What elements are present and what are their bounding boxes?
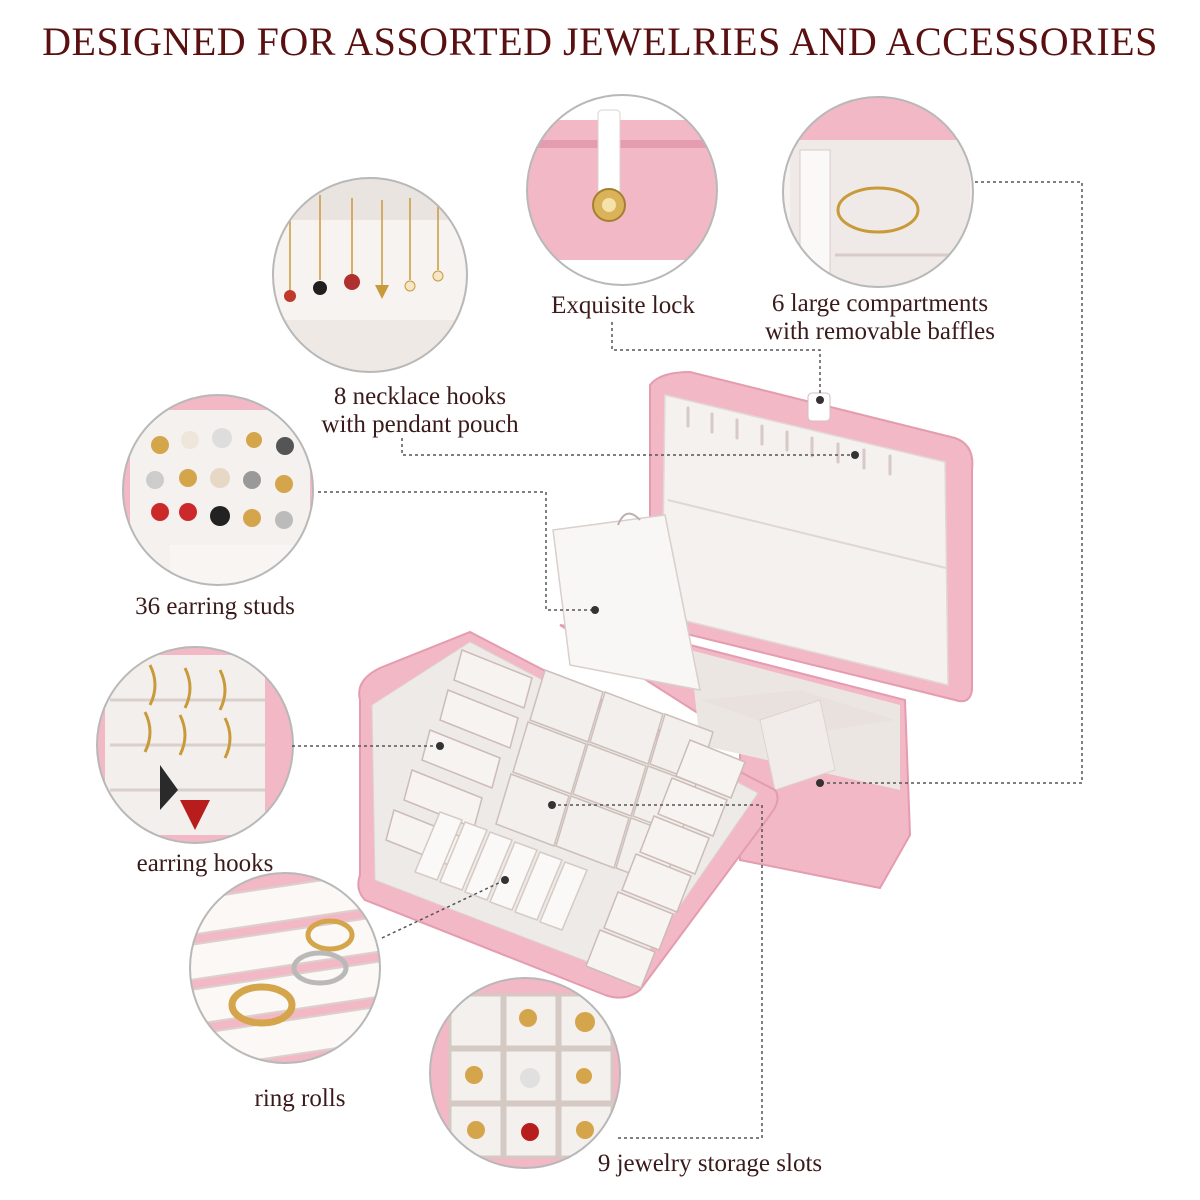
jewelry-box [357, 370, 974, 999]
lock-circle [526, 94, 718, 286]
page-title: DESIGNED FOR ASSORTED JEWELRIES AND ACCE… [42, 19, 1158, 64]
label-compartments-line1: 6 large compartments [771, 290, 989, 317]
compartments-circle [782, 96, 974, 288]
label-ring-rolls: ring rolls [254, 1085, 346, 1112]
leader-lines [292, 181, 1083, 1139]
necklace-hooks-circle [272, 177, 468, 373]
label-lock: Exquisite lock [551, 292, 695, 319]
earring-hooks-circle [96, 646, 294, 844]
label-storage-slots: 9 jewelry storage slots [597, 1150, 823, 1177]
leader-dots [436, 396, 859, 884]
label-earring-hooks: earring hooks [136, 850, 274, 877]
label-compartments-line2: with removable baffles [764, 318, 996, 345]
label-necklace-line2: with pendant pouch [321, 411, 519, 438]
ring-rolls-circle [189, 872, 381, 1064]
label-necklace-line1: 8 necklace hooks [333, 383, 507, 410]
storage-slots-circle [429, 977, 621, 1169]
label-earring-studs: 36 earring studs [135, 593, 295, 620]
